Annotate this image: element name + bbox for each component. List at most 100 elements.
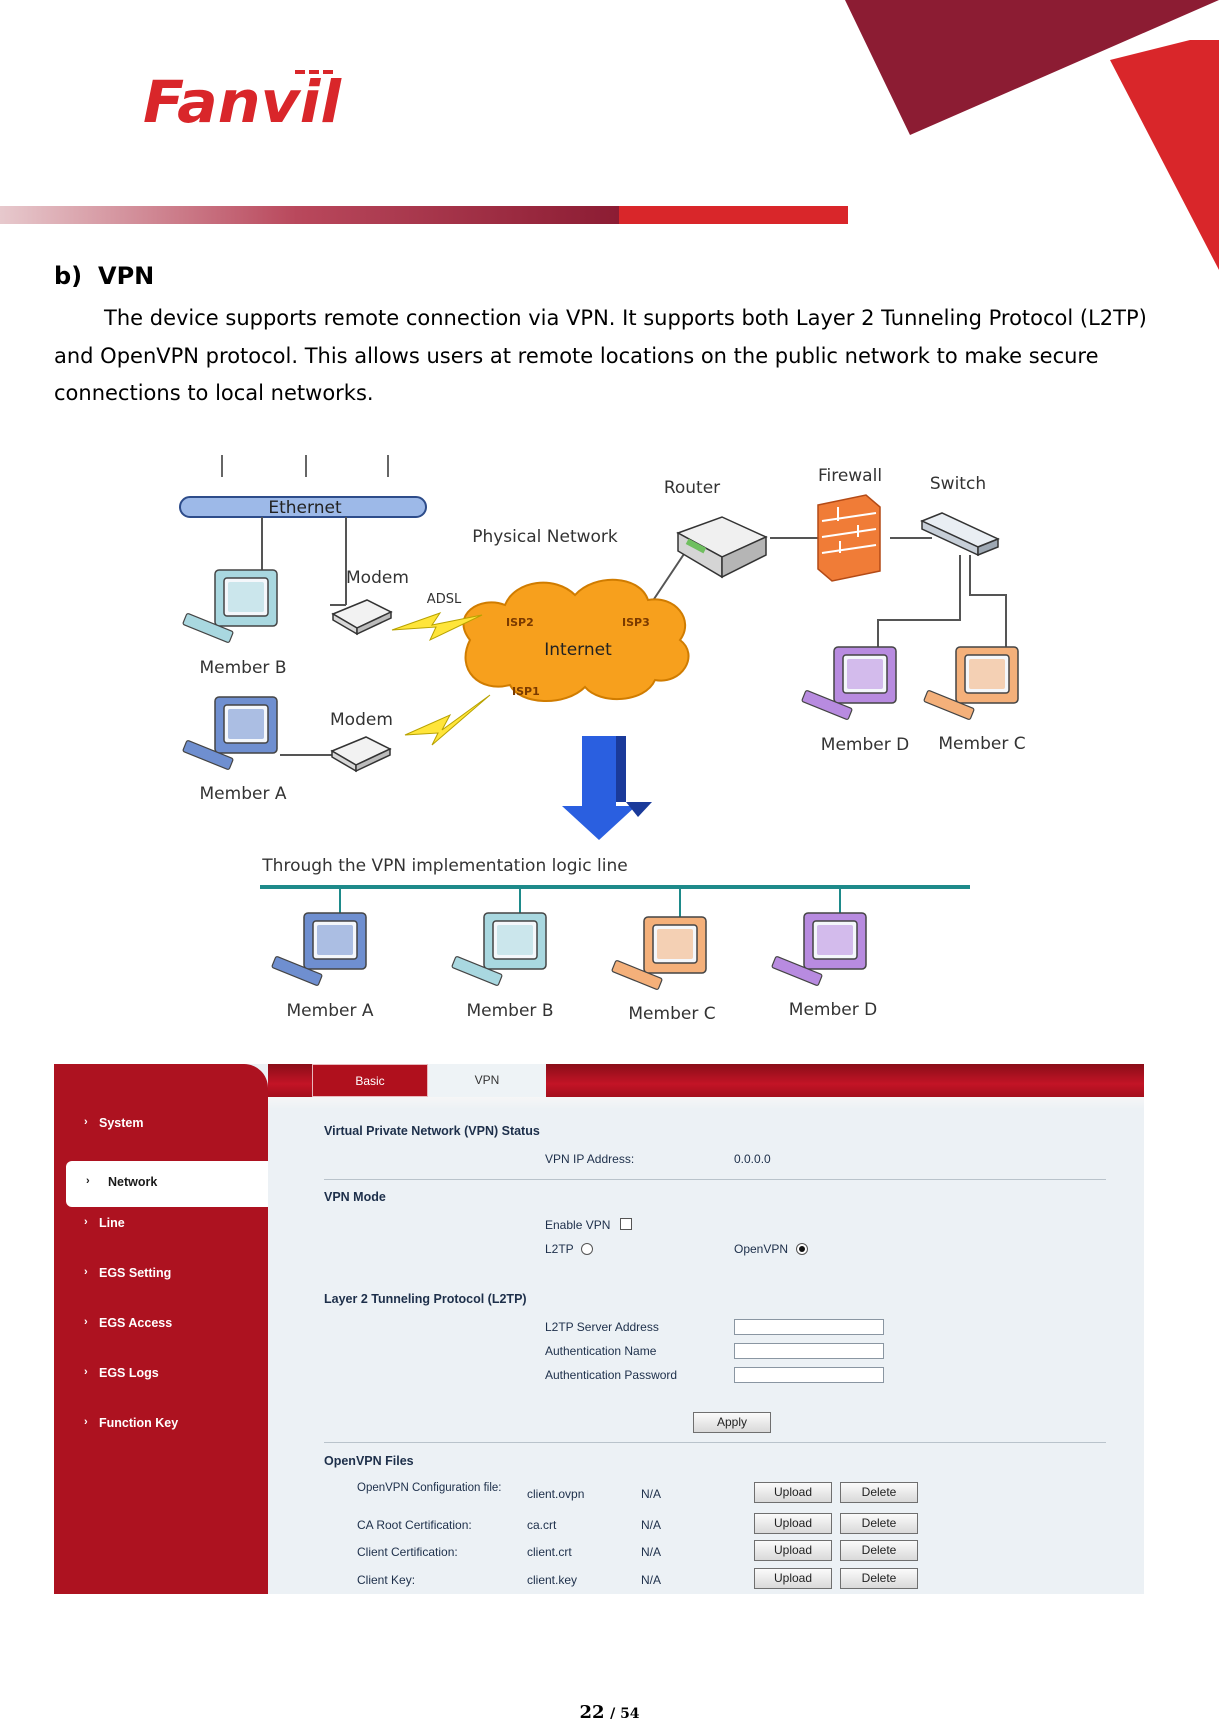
member-d-label: Member D: [821, 735, 909, 755]
sidebar: [54, 1064, 268, 1594]
header-bar: [0, 206, 848, 224]
sidebar-item-system[interactable]: ›System: [54, 1104, 268, 1146]
sidebar-item-label: EGS Setting: [99, 1266, 172, 1280]
bottom-member-label: Member D: [789, 1000, 877, 1020]
sidebar-item-label: Function Key: [99, 1416, 179, 1430]
openvpn-radio[interactable]: [796, 1243, 808, 1255]
section-number: b): [54, 262, 83, 290]
firewall-icon: [817, 494, 881, 582]
fanvil-logo: Fanvil: [143, 70, 342, 128]
auth-password-input[interactable]: [734, 1367, 884, 1383]
chevron-right-icon: ›: [84, 1416, 88, 1428]
vpn-ip-label: VPN IP Address:: [545, 1152, 635, 1166]
computer-icon: [450, 912, 547, 987]
ethernet-bus: Ethernet: [179, 455, 427, 518]
paragraph-line: connections to local networks.: [54, 381, 374, 405]
auth-password-label: Authentication Password: [545, 1368, 678, 1382]
header-decoration-red: [1110, 40, 1219, 270]
sidebar-item-egs-setting[interactable]: › EGS Setting: [54, 1254, 268, 1296]
page-number: 22 / 54: [0, 1702, 1219, 1723]
physical-network-label: Physical Network: [472, 527, 618, 547]
section-title: VPN: [98, 262, 155, 290]
computer-icon: [270, 912, 367, 987]
ethernet-label: Ethernet: [268, 498, 342, 518]
modem-bottom-label: Modem: [330, 710, 393, 730]
paragraph-line: and OpenVPN protocol. This allows users …: [54, 343, 1099, 368]
chevron-right-icon: ›: [84, 1316, 88, 1328]
delete-button[interactable]: Delete: [840, 1513, 918, 1534]
sidebar-item-egs-logs[interactable]: ›EGS Logs: [54, 1354, 268, 1396]
link-bolt-icon: [404, 694, 491, 746]
upload-button[interactable]: Upload: [754, 1513, 832, 1534]
file-status: N/A: [641, 1545, 662, 1559]
l2tp-title: Layer 2 Tunneling Protocol (L2TP): [324, 1292, 527, 1306]
enable-vpn-checkbox[interactable]: [620, 1218, 632, 1230]
chevron-right-icon: ›: [84, 1216, 88, 1228]
tab-vpn[interactable]: VPN: [428, 1064, 546, 1097]
tab-bar-shadow: [268, 1097, 1144, 1109]
l2tp-server-input[interactable]: [734, 1319, 884, 1335]
router-icon: [676, 516, 768, 579]
l2tp-server-label: L2TP Server Address: [545, 1320, 659, 1334]
divider: [324, 1442, 1106, 1443]
intro-paragraph: The device supports remote connection vi…: [54, 300, 1174, 413]
sidebar-item-function-key[interactable]: › Function Key: [54, 1404, 268, 1446]
computer-icon: [181, 696, 278, 771]
file-label: CA Root Certification:: [357, 1518, 472, 1532]
computer-icon: [610, 916, 707, 991]
file-name: client.ovpn: [527, 1487, 585, 1501]
sidebar-item-label: Line: [99, 1216, 125, 1230]
sidebar-item-egs-access[interactable]: › EGS Access: [54, 1304, 268, 1346]
bottom-member-label: Member A: [287, 1001, 374, 1021]
delete-button[interactable]: Delete: [840, 1540, 918, 1561]
chevron-right-icon: ›: [84, 1116, 88, 1128]
modem-top-label: Modem: [346, 568, 409, 588]
paragraph-line: The device supports remote connection vi…: [104, 306, 1147, 330]
header-decoration-dark: [845, 0, 1219, 135]
computer-icon: [800, 646, 897, 721]
upload-button[interactable]: Upload: [754, 1568, 832, 1589]
svg-text:Fanvil: Fanvil: [143, 70, 342, 128]
vpn-line-label: Through the VPN implementation logic lin…: [261, 856, 627, 876]
l2tp-radio[interactable]: [581, 1243, 593, 1255]
vpn-mode-title: VPN Mode: [324, 1190, 386, 1204]
chevron-right-icon: ›: [84, 1266, 88, 1278]
delete-button[interactable]: Delete: [840, 1568, 918, 1589]
tab-basic[interactable]: Basic: [312, 1064, 428, 1097]
openvpn-files-title: OpenVPN Files: [324, 1454, 414, 1468]
current-page: 22: [579, 1702, 605, 1723]
auth-name-label: Authentication Name: [545, 1344, 657, 1358]
arrow-down-icon: [562, 736, 652, 840]
apply-button[interactable]: Apply: [693, 1412, 771, 1433]
sidebar-item-label: EGS Access: [99, 1316, 173, 1330]
sidebar-item-network[interactable]: ›Network: [66, 1161, 268, 1207]
file-name: client.key: [527, 1573, 578, 1587]
vpn-network-diagram: Ethernet Physical Network Router Firewal…: [179, 455, 1026, 1024]
l2tp-label: L2TP: [545, 1242, 574, 1256]
divider: [324, 1179, 1106, 1180]
delete-button[interactable]: Delete: [840, 1482, 918, 1503]
sidebar-item-line[interactable]: › Line: [54, 1204, 268, 1246]
isp2-label: ISP2: [506, 616, 534, 629]
upload-button[interactable]: Upload: [754, 1540, 832, 1561]
isp3-label: ISP3: [622, 616, 650, 629]
file-name: ca.crt: [527, 1518, 557, 1532]
computer-icon: [770, 912, 867, 987]
member-c-label: Member C: [938, 734, 1025, 754]
router-label: Router: [664, 478, 720, 498]
file-status: N/A: [641, 1518, 662, 1532]
file-label: OpenVPN Configuration file:: [357, 1482, 502, 1494]
auth-name-input[interactable]: [734, 1343, 884, 1359]
internet-cloud: Internet ISP2 ISP3 ISP1: [462, 578, 690, 702]
vpn-ip-value: 0.0.0.0: [734, 1152, 771, 1166]
chevron-right-icon: ›: [86, 1175, 90, 1187]
upload-button[interactable]: Upload: [754, 1482, 832, 1503]
switch-label: Switch: [930, 474, 986, 494]
total-pages: / 54: [610, 1706, 640, 1722]
adsl-link-icon: [391, 612, 483, 642]
file-status: N/A: [641, 1573, 662, 1587]
isp1-label: ISP1: [512, 685, 540, 698]
enable-vpn-label: Enable VPN: [545, 1218, 611, 1232]
bottom-member-label: Member C: [628, 1004, 715, 1024]
firewall-label: Firewall: [818, 466, 882, 486]
